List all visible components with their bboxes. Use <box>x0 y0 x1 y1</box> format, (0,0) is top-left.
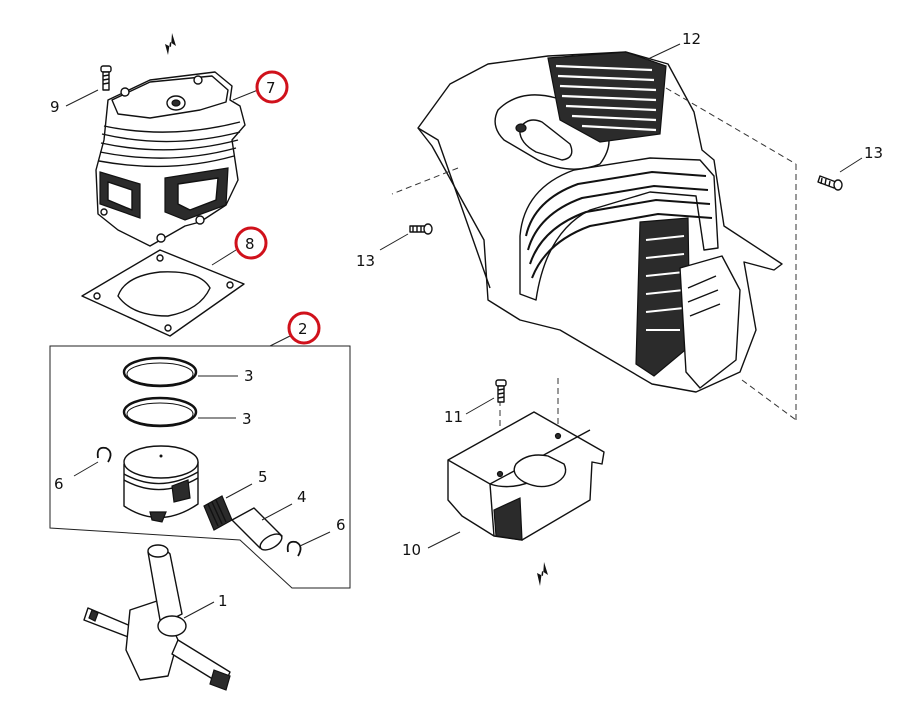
direction-arrow-bottom <box>537 562 548 586</box>
circlip-right <box>286 540 302 557</box>
callout-7: 7 <box>266 79 276 97</box>
cylinder-gasket <box>81 249 245 337</box>
callout-8: 8 <box>245 235 255 253</box>
crankshaft <box>83 544 231 691</box>
piston-pin <box>231 507 283 551</box>
highlight-circle-8 <box>234 226 268 260</box>
callout-5: 5 <box>258 468 268 486</box>
screw-9 <box>100 65 112 91</box>
heat-shield <box>447 411 605 541</box>
direction-arrow-top <box>165 33 176 55</box>
highlight-circle-7 <box>255 70 289 104</box>
callout-12: 12 <box>682 30 701 48</box>
callout-13-left: 13 <box>356 252 375 270</box>
piston-ring-upper <box>122 356 198 388</box>
screw-11 <box>495 379 507 403</box>
callout-3-upper: 3 <box>244 367 254 385</box>
callout-3-lower: 3 <box>242 410 252 428</box>
circlip-left <box>96 446 112 463</box>
cylinder-shroud <box>417 51 783 393</box>
screw-13-right <box>817 175 843 191</box>
callout-13-right: 13 <box>864 144 883 162</box>
piston-kit-frame <box>49 345 351 589</box>
piston <box>123 445 199 523</box>
callout-6-right: 6 <box>336 516 346 534</box>
callout-10: 10 <box>402 541 421 559</box>
highlight-circle-2 <box>287 311 321 345</box>
cylinder <box>95 71 246 247</box>
callout-6-left: 6 <box>54 475 64 493</box>
screw-13-left <box>409 223 433 235</box>
callout-11: 11 <box>444 408 463 426</box>
needle-bearing <box>203 495 233 531</box>
callout-2: 2 <box>298 320 308 338</box>
callout-9: 9 <box>50 98 60 116</box>
piston-ring-lower <box>122 396 198 428</box>
callout-4: 4 <box>297 488 307 506</box>
callout-1: 1 <box>218 592 228 610</box>
